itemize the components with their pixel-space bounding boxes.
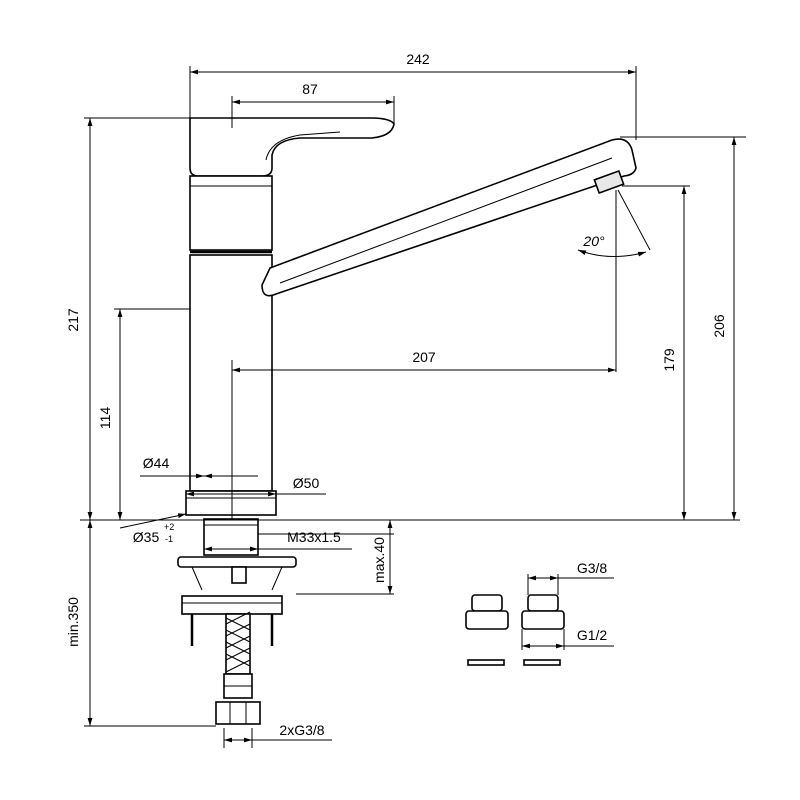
label-thread: M33x1.5	[287, 529, 341, 545]
label-min-hose: min.350	[65, 597, 81, 647]
label-spout-reach: 207	[412, 349, 436, 365]
label-adapter-in: G3/8	[577, 560, 608, 576]
aerator	[593, 169, 625, 195]
mounting-plate	[177, 556, 297, 568]
mounting-kit	[177, 518, 297, 725]
dimension-labels: 242 87 217 114 206 179 207 Ø44 Ø50 Ø35 +…	[65, 51, 727, 738]
washer-left	[467, 659, 505, 666]
adapter-left-top	[471, 594, 503, 612]
label-swivel-angle: 20°	[582, 233, 605, 249]
washer-right	[523, 659, 561, 666]
fixing-nut	[181, 595, 283, 615]
adapter-left-body	[465, 610, 509, 630]
label-total-width: 242	[406, 51, 430, 67]
faucet-body	[185, 117, 395, 516]
dimension-lines	[87, 69, 737, 748]
reference-lines	[80, 66, 746, 727]
label-handle-width: 87	[302, 81, 318, 97]
shank	[203, 518, 259, 556]
lever-handle	[189, 117, 395, 177]
base-flange	[185, 490, 277, 516]
spout-arm	[261, 138, 637, 297]
adapter-right-body	[521, 610, 565, 630]
label-spout-height: 206	[711, 314, 727, 338]
label-tolerance-plus: +2	[164, 522, 174, 532]
label-hose-thread: 2xG3/8	[279, 722, 324, 738]
label-body-height: 114	[97, 407, 113, 430]
label-outlet-height: 179	[661, 348, 677, 372]
adapter-right-top	[527, 594, 559, 612]
label-adapter-out: G1/2	[577, 627, 608, 643]
label-diameter-50: Ø50	[293, 475, 320, 491]
label-diameter-44: Ø44	[143, 455, 170, 471]
label-tolerance-minus: -1	[165, 534, 173, 544]
body-upper	[189, 175, 273, 251]
spout	[261, 138, 637, 297]
label-diameter-35: Ø35	[133, 529, 160, 545]
label-max-thickness: max.40	[371, 537, 387, 583]
body-lower	[189, 254, 273, 492]
label-total-height: 217	[65, 308, 81, 332]
hose-nut	[215, 701, 261, 725]
thread-adapters	[465, 594, 565, 666]
